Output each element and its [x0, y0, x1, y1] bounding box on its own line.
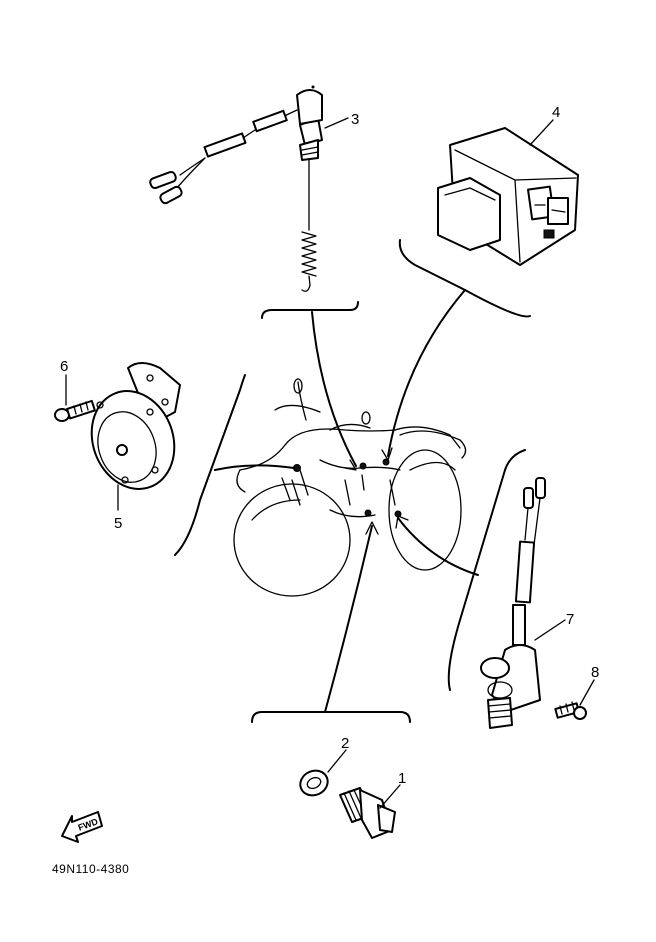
callout-2-label: 2 [341, 735, 349, 752]
oil-level-switch [480, 477, 546, 729]
neutral-switch [339, 787, 396, 839]
gasket [299, 769, 329, 797]
bolt-6 [54, 399, 96, 422]
bolt-8 [554, 701, 587, 720]
horn [90, 362, 181, 490]
fwd-arrow-icon: FWD [61, 811, 103, 843]
flasher-relay [437, 127, 579, 266]
callout-3-leader [324, 117, 349, 129]
rear-brake-switch [149, 85, 323, 292]
callout-5-label: 5 [114, 515, 122, 532]
grouping-brackets [174, 239, 531, 723]
callout-4-label: 4 [552, 104, 560, 121]
callout-2-leader [327, 749, 347, 773]
callout-1-label: 1 [398, 770, 406, 787]
callout-7-leader [534, 619, 566, 641]
drawing-code: 49N110-4380 [52, 862, 129, 876]
callout-6-label: 6 [60, 358, 68, 375]
callout-8-label: 8 [591, 664, 599, 681]
leader-lines [214, 289, 479, 713]
callout-1-leader [379, 784, 401, 809]
callout-8-leader [579, 679, 595, 706]
callout-3-label: 3 [351, 111, 359, 128]
callout-7-label: 7 [566, 611, 574, 628]
callout-4-leader [529, 119, 554, 146]
motorcycle-outline [233, 378, 467, 597]
